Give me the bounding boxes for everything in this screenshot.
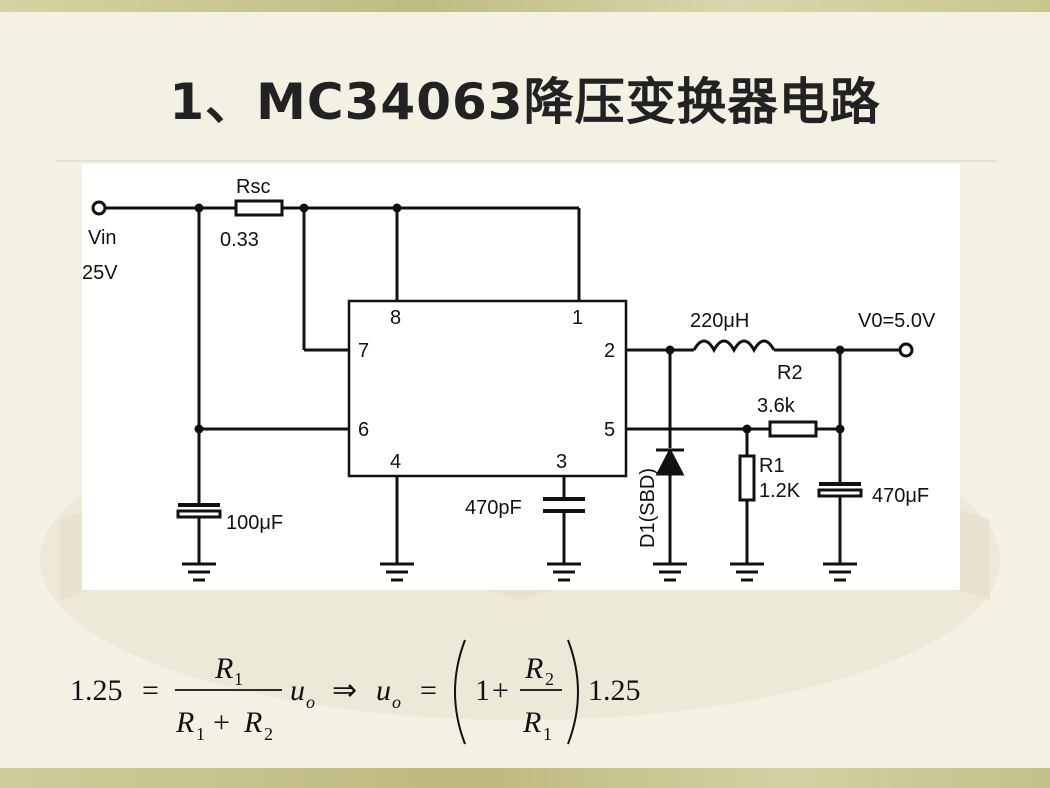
- r1-value: 1.2K: [759, 480, 801, 502]
- formula-eq-2: =: [420, 674, 437, 707]
- formula-lhs: 1.25: [70, 674, 123, 707]
- frac1-den-r1: R: [175, 706, 194, 739]
- frac2-den-sub: 1: [543, 724, 552, 744]
- pin-7: 7: [358, 340, 369, 362]
- inductor-label: 220μH: [690, 310, 749, 332]
- formula-u-2: u: [376, 674, 391, 707]
- top-decor-bar: [0, 0, 1050, 12]
- r2-label: R2: [777, 362, 803, 384]
- ground-icon: [823, 562, 857, 582]
- formula-implies: ⇒: [332, 674, 357, 707]
- formula-tail: 1.25: [588, 674, 641, 707]
- vin-terminal: [91, 200, 107, 216]
- r2-resistor: [768, 420, 818, 438]
- frac1-den-r2-sub: 2: [264, 724, 273, 744]
- title-divider: [55, 160, 997, 162]
- frac2-den: R: [522, 706, 541, 739]
- formula-u-1: u: [290, 674, 305, 707]
- inductor-coil: [692, 339, 776, 354]
- frac2-num: R: [524, 652, 543, 685]
- diode-label: D1(SBD): [637, 468, 659, 548]
- rsc-resistor: [234, 199, 284, 217]
- ground-icon: [653, 562, 687, 582]
- junction-dots: [194, 203, 845, 434]
- c-out-label: 470μF: [872, 485, 929, 507]
- frac2-num-sub: 2: [545, 669, 554, 689]
- ground-icon: [730, 562, 764, 582]
- frac1-num-sub: 1: [234, 669, 243, 689]
- rsc-label: Rsc: [236, 176, 270, 198]
- pin-6: 6: [358, 419, 369, 441]
- frac1-num: R: [214, 652, 233, 685]
- formula-u-sub-1: o: [306, 692, 315, 712]
- c-t-label: 470pF: [465, 497, 522, 519]
- formula-eq-1: =: [142, 674, 159, 707]
- pin-2: 2: [604, 340, 615, 362]
- output-voltage-formula: 1.25 = R 1 R 1 + R 2 u o ⇒ u o = 1 + R 2…: [70, 639, 641, 745]
- vout-label: V0=5.0V: [858, 310, 936, 332]
- formula-u-sub-2: o: [392, 692, 401, 712]
- formula-plus: +: [492, 674, 509, 707]
- pin-1: 1: [572, 307, 583, 329]
- ground-icon: [547, 562, 581, 582]
- r1-label: R1: [759, 455, 785, 477]
- vout-terminal: [898, 342, 914, 358]
- r2-value: 3.6k: [757, 395, 796, 417]
- bottom-decor-bar: [0, 768, 1050, 788]
- pin-4: 4: [390, 451, 401, 473]
- vin-value: 25V: [82, 262, 118, 284]
- c-in-label: 100μF: [226, 512, 283, 534]
- rsc-value: 0.33: [220, 229, 259, 251]
- frac1-den-r2: R: [243, 706, 262, 739]
- ground-icon: [182, 562, 216, 582]
- ic-mc34063: [347, 299, 628, 478]
- pin-3: 3: [556, 451, 567, 473]
- pin-5: 5: [604, 419, 615, 441]
- vin-label: Vin: [88, 227, 117, 249]
- ground-icon: [380, 562, 414, 582]
- pin-8: 8: [390, 307, 401, 329]
- formula-one: 1: [475, 674, 490, 707]
- slide-title: 1、MC34063降压变换器电路: [169, 73, 881, 131]
- r1-resistor: [738, 454, 756, 502]
- frac1-den-r1-sub: 1: [196, 724, 205, 744]
- circuit-diagram: Vin 25V Rsc 0.33 8 1 7 2 6 5 4 3 220μH V…: [82, 164, 960, 590]
- frac1-den-plus: +: [213, 706, 230, 739]
- diode-d1: [655, 447, 685, 476]
